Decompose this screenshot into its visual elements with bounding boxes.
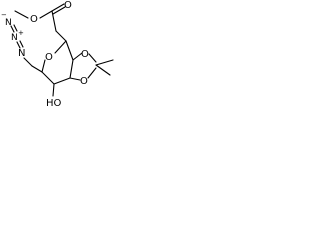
bond-methyl-ester-o — [14, 10, 29, 19]
dioxolane-oxygen-bottom-label: O — [80, 76, 88, 87]
bond-cme2-methyl-a — [95, 59, 114, 66]
azide-n-outer-label: N — [5, 18, 12, 28]
bond-o-bottom-cme2 — [87, 67, 97, 79]
bond-cme2-methyl-b — [95, 64, 111, 76]
hydroxyl-label: HO — [46, 98, 62, 109]
bond-n-inner-n-middle-2 — [19, 40, 24, 48]
bond-c3-o-bottom — [69, 77, 81, 81]
bond-ring-c3-c2 — [69, 59, 74, 79]
bond-ester-o-carbonyl-c — [39, 10, 53, 19]
bond-carbonyl-double-1 — [51, 3, 65, 12]
bond-n-middle-n-outer-2 — [13, 24, 18, 32]
bond-c5-ch2 — [31, 65, 43, 73]
azide-n-middle-label: N — [11, 33, 18, 43]
bond-carbonyl-c-ch2 — [51, 10, 57, 32]
azide-minus-charge: − — [1, 11, 7, 19]
hydroxyl-h: H — [46, 98, 54, 109]
chemical-structure: O O O O O HO N N + N − — [1, 0, 114, 109]
carbonyl-oxygen-label: O — [64, 0, 72, 11]
bond-ring-c5-c4 — [41, 71, 55, 85]
bond-n-middle-n-outer-1 — [10, 25, 15, 33]
dioxolane-oxygen-top-label: O — [81, 49, 89, 60]
bond-o-top-cme2 — [88, 53, 97, 63]
bond-ring-c1-o — [54, 40, 67, 54]
hydroxyl-o: O — [54, 98, 62, 109]
atom-label-layer: O O O O O HO N N + N − — [1, 0, 89, 109]
azide-n-inner-label: N — [18, 48, 25, 59]
bond-ring-c4-c3 — [53, 77, 71, 85]
bond-ch2-n-inner — [23, 57, 33, 67]
azide-plus-charge: + — [18, 29, 24, 37]
bond-ring-o-c5 — [41, 59, 46, 73]
bond-c4-oh — [52, 83, 55, 97]
bond-carbonyl-double-2 — [52, 6, 66, 15]
bond-c2-o-top — [72, 52, 83, 61]
ring-oxygen-label: O — [45, 52, 53, 63]
bond-layer — [10, 3, 114, 97]
bond-n-inner-n-middle-1 — [16, 41, 21, 49]
bond-ch2-ring-c — [55, 30, 67, 42]
ester-oxygen-label: O — [30, 14, 38, 25]
bond-ring-c2-c1 — [65, 40, 74, 61]
